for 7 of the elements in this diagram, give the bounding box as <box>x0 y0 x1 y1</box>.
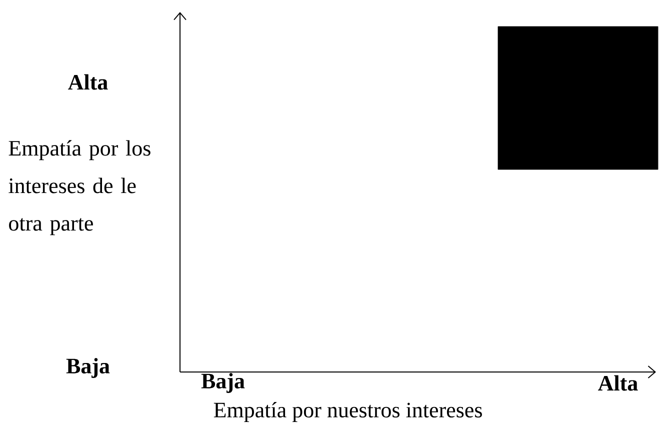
filled-square <box>498 26 658 170</box>
axis-level-label: Baja <box>66 358 110 378</box>
axis-level-label: Alta <box>598 375 638 391</box>
axis-level-label: Baja <box>201 373 245 393</box>
axis-title: Empatía por los intereses de le otra parte <box>8 140 150 236</box>
axis-title: Empatía por nuestros intereses <box>214 402 482 422</box>
axis-level-label: Alta <box>68 74 108 90</box>
